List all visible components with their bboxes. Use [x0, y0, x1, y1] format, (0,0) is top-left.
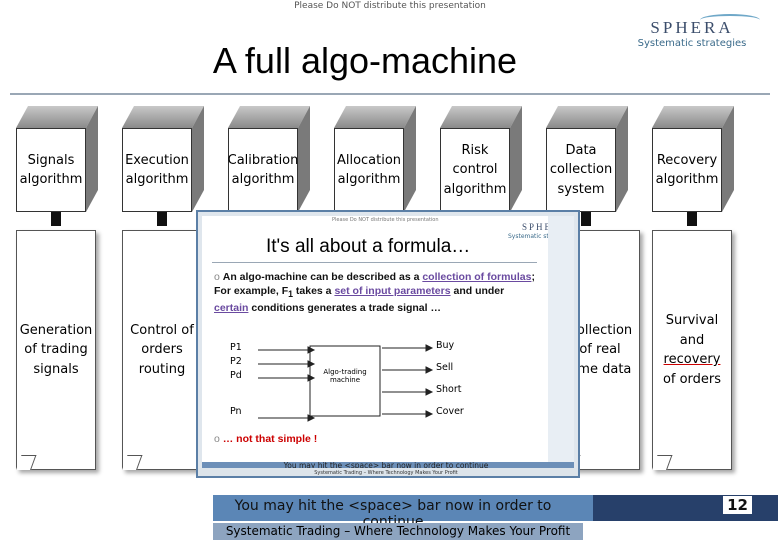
doc-text: Collection of real time data [567, 322, 633, 377]
module-cube-risk-control: Risk control algorithm [440, 106, 522, 212]
inset-link: certain [214, 302, 249, 315]
module-label: Execution algorithm [122, 128, 192, 212]
inset-bullet-1: o An algo-machine can be described as a … [214, 271, 535, 315]
input-arrows [258, 346, 316, 422]
inset-subscript: 1 [288, 289, 293, 300]
doc-text: Survival and recovery of orders [653, 311, 731, 389]
inset-bullet-text: conditions generates a trade signal … [248, 302, 441, 315]
inset-notice: Please Do NOT distribute this presentati… [332, 217, 439, 223]
inset-diagram [258, 344, 434, 422]
module-cube-execution: Execution algorithm [122, 106, 204, 212]
module-cube-recovery: Recovery algorithm [652, 106, 734, 212]
module-cube-allocation: Allocation algorithm [334, 106, 416, 212]
output-buy: Buy [436, 340, 455, 351]
inset-bullet-2: o … not that simple ! [214, 433, 318, 445]
module-cube-calibration: Calibration algorithm [228, 106, 310, 212]
input-pn: Pn [230, 406, 242, 417]
inset-slide-preview: Please Do NOT distribute this presentati… [196, 210, 580, 478]
inset-bullet-text: and under [450, 285, 505, 298]
module-label: Signals algorithm [16, 128, 86, 212]
title-rule [10, 93, 770, 95]
output-short: Short [436, 384, 462, 395]
doc-fold [16, 455, 37, 470]
input-p2: P2 [230, 356, 242, 367]
inset-link: set of input parameters [334, 285, 451, 298]
inset-bullet-text: takes a [292, 285, 332, 298]
slide-title: A full algo-machine [212, 40, 518, 81]
brand-name: SPHERA [650, 18, 734, 37]
logo-swoosh [700, 14, 760, 26]
module-cube-signals: Signals algorithm [16, 106, 98, 212]
doc-text: Generation of trading signals [19, 322, 93, 377]
module-label: Recovery algorithm [652, 128, 722, 212]
inset-bullet-text: ; For example, F [214, 271, 535, 298]
doc-text-suffix: of orders [662, 371, 722, 387]
output-cover: Cover [436, 406, 464, 417]
doc-fold [122, 455, 143, 470]
inset-brand-tagline: Systematic strategies [508, 233, 574, 240]
inset-bullet-text: An algo-machine can be described as a [222, 271, 420, 283]
connector [581, 212, 591, 226]
doc-recovery: Survival and recovery of orders [652, 230, 732, 470]
inset-canvas: Please Do NOT distribute this presentati… [202, 216, 574, 462]
footer-bar-light [213, 495, 593, 521]
module-label: Allocation algorithm [334, 128, 404, 212]
doc-text: Control of orders routing [130, 322, 194, 377]
brand-logo: SPHERA Systematic strategies [612, 18, 772, 49]
doc-signals: Generation of trading signals [16, 230, 96, 470]
inset-footer: Systematic Trading – Where Technology Ma… [314, 470, 458, 476]
doc-text-prefix: Survival and [665, 313, 719, 348]
inset-hint: You may hit the <space> bar now in order… [283, 461, 489, 470]
connector [157, 212, 167, 226]
footer-tagline: Systematic Trading – Where Technology Ma… [213, 523, 583, 540]
module-label: Risk control algorithm [440, 128, 510, 212]
input-p1: P1 [230, 342, 242, 353]
machine-label: Algo-trading machine [323, 368, 367, 384]
footer-content: You may hit the <space> bar now in order… [213, 495, 778, 530]
inset-link: collection of formulas [422, 271, 532, 283]
doc-text-link: recovery [663, 352, 721, 367]
output-sell: Sell [436, 362, 454, 373]
page-number: 12 [723, 496, 752, 514]
doc-execution: Control of orders routing [122, 230, 202, 470]
module-label: Data collection system [546, 128, 616, 212]
inset-stripe [202, 462, 574, 472]
connector [687, 212, 697, 226]
distribution-notice: Please Do NOT distribute this presentati… [294, 1, 486, 11]
connector [51, 212, 61, 226]
inset-title: It's all about a formula… [266, 236, 471, 257]
doc-fold [652, 455, 673, 470]
module-cube-data-collection: Data collection system [546, 106, 628, 212]
inset-bullet-text: … not that simple ! [222, 433, 318, 445]
machine-box [309, 345, 381, 417]
inset-rule [212, 262, 537, 263]
module-label: Calibration algorithm [228, 128, 298, 212]
inset-scroll-area [548, 216, 574, 462]
inset-brand: SPHERA [522, 222, 569, 232]
output-arrows [382, 344, 434, 418]
brand-tagline: Systematic strategies [637, 38, 747, 49]
inset-footer-bar [198, 468, 578, 476]
input-pd: Pd [230, 370, 242, 381]
